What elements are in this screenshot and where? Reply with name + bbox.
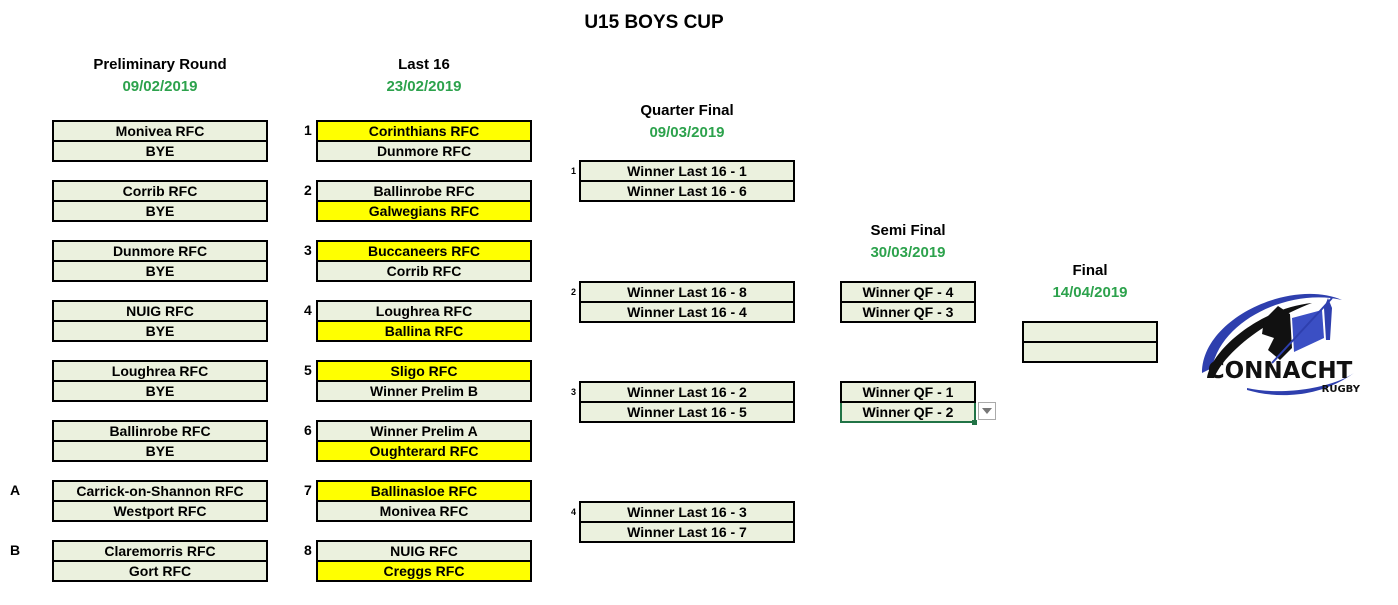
last16-team-cell[interactable]: NUIG RFC (316, 540, 532, 562)
quarter-team-cell[interactable]: Winner Last 16 - 8 (579, 281, 795, 303)
match-number: 2 (304, 182, 312, 198)
match-number: 4 (571, 507, 577, 517)
fill-handle[interactable] (972, 420, 977, 425)
quarter-team-cell[interactable]: Winner Last 16 - 6 (579, 182, 795, 202)
last16-team-cell[interactable]: Dunmore RFC (316, 142, 532, 162)
logo-subtext: RUGBY (1322, 384, 1361, 395)
final-team-cell[interactable] (1022, 321, 1158, 343)
match-number: 4 (304, 302, 312, 318)
preliminary-team-cell[interactable]: Carrick-on-Shannon RFC (52, 480, 268, 502)
match-number: A (10, 482, 21, 498)
preliminary-team-cell[interactable]: Claremorris RFC (52, 540, 268, 562)
preliminary-team-cell[interactable]: BYE (52, 322, 268, 342)
last16-team-cell[interactable]: Corrib RFC (316, 262, 532, 282)
match-number: 3 (304, 242, 312, 258)
preliminary-team-cell[interactable]: Gort RFC (52, 562, 268, 582)
last16-team-cell[interactable]: Monivea RFC (316, 502, 532, 522)
match-number: 7 (304, 482, 312, 498)
semi-team-cell[interactable]: Winner QF - 2 (840, 403, 976, 423)
preliminary-team-cell[interactable]: BYE (52, 202, 268, 222)
round-header: Last 16 (398, 56, 450, 73)
semi-team-cell[interactable]: Winner QF - 3 (840, 303, 976, 323)
last16-team-cell[interactable]: Corinthians RFC (316, 120, 532, 142)
semi-team-cell[interactable]: Winner QF - 1 (840, 381, 976, 403)
quarter-team-cell[interactable]: Winner Last 16 - 2 (579, 381, 795, 403)
round-date: 14/04/2019 (1052, 284, 1128, 301)
round-date: 30/03/2019 (870, 244, 946, 261)
round-date: 09/03/2019 (649, 124, 725, 141)
preliminary-team-cell[interactable]: Monivea RFC (52, 120, 268, 142)
last16-team-cell[interactable]: Oughterard RFC (316, 442, 532, 462)
quarter-team-cell[interactable]: Winner Last 16 - 7 (579, 523, 795, 543)
match-number: 3 (571, 387, 577, 397)
match-number: 1 (304, 122, 312, 138)
last16-team-cell[interactable]: Ballinrobe RFC (316, 180, 532, 202)
quarter-team-cell[interactable]: Winner Last 16 - 3 (579, 501, 795, 523)
quarter-team-cell[interactable]: Winner Last 16 - 5 (579, 403, 795, 423)
last16-team-cell[interactable]: Ballinasloe RFC (316, 480, 532, 502)
page-title: U15 BOYS CUP (584, 12, 724, 33)
final-team-cell[interactable] (1022, 343, 1158, 363)
dropdown-arrow-button[interactable] (978, 402, 996, 420)
last16-team-cell[interactable]: Winner Prelim B (316, 382, 532, 402)
match-number: 2 (571, 287, 577, 297)
semi-team-cell[interactable]: Winner QF - 4 (840, 281, 976, 303)
round-date: 09/02/2019 (122, 78, 198, 95)
quarter-team-cell[interactable]: Winner Last 16 - 1 (579, 160, 795, 182)
last16-team-cell[interactable]: Sligo RFC (316, 360, 532, 382)
round-header: Final (1072, 262, 1108, 279)
preliminary-team-cell[interactable]: Westport RFC (52, 502, 268, 522)
last16-team-cell[interactable]: Creggs RFC (316, 562, 532, 582)
round-date: 23/02/2019 (386, 78, 462, 95)
preliminary-team-cell[interactable]: BYE (52, 382, 268, 402)
preliminary-team-cell[interactable]: Dunmore RFC (52, 240, 268, 262)
match-number: 6 (304, 422, 312, 438)
preliminary-team-cell[interactable]: Corrib RFC (52, 180, 268, 202)
connacht-rugby-logo: CONNACHT RUGBY (1182, 278, 1378, 406)
match-number: 8 (304, 542, 312, 558)
match-number: 5 (304, 362, 312, 378)
match-number: 1 (571, 166, 577, 176)
round-header: Preliminary Round (93, 56, 227, 73)
quarter-team-cell[interactable]: Winner Last 16 - 4 (579, 303, 795, 323)
round-header: Semi Final (870, 222, 946, 239)
last16-team-cell[interactable]: Galwegians RFC (316, 202, 532, 222)
last16-team-cell[interactable]: Ballina RFC (316, 322, 532, 342)
last16-team-cell[interactable]: Buccaneers RFC (316, 240, 532, 262)
preliminary-team-cell[interactable]: Loughrea RFC (52, 360, 268, 382)
preliminary-team-cell[interactable]: BYE (52, 262, 268, 282)
preliminary-team-cell[interactable]: Ballinrobe RFC (52, 420, 268, 442)
match-number: B (10, 542, 21, 558)
logo-text: CONNACHT (1208, 358, 1353, 384)
preliminary-team-cell[interactable]: BYE (52, 442, 268, 462)
preliminary-team-cell[interactable]: NUIG RFC (52, 300, 268, 322)
preliminary-team-cell[interactable]: BYE (52, 142, 268, 162)
last16-team-cell[interactable]: Winner Prelim A (316, 420, 532, 442)
last16-team-cell[interactable]: Loughrea RFC (316, 300, 532, 322)
round-header: Quarter Final (640, 102, 734, 119)
